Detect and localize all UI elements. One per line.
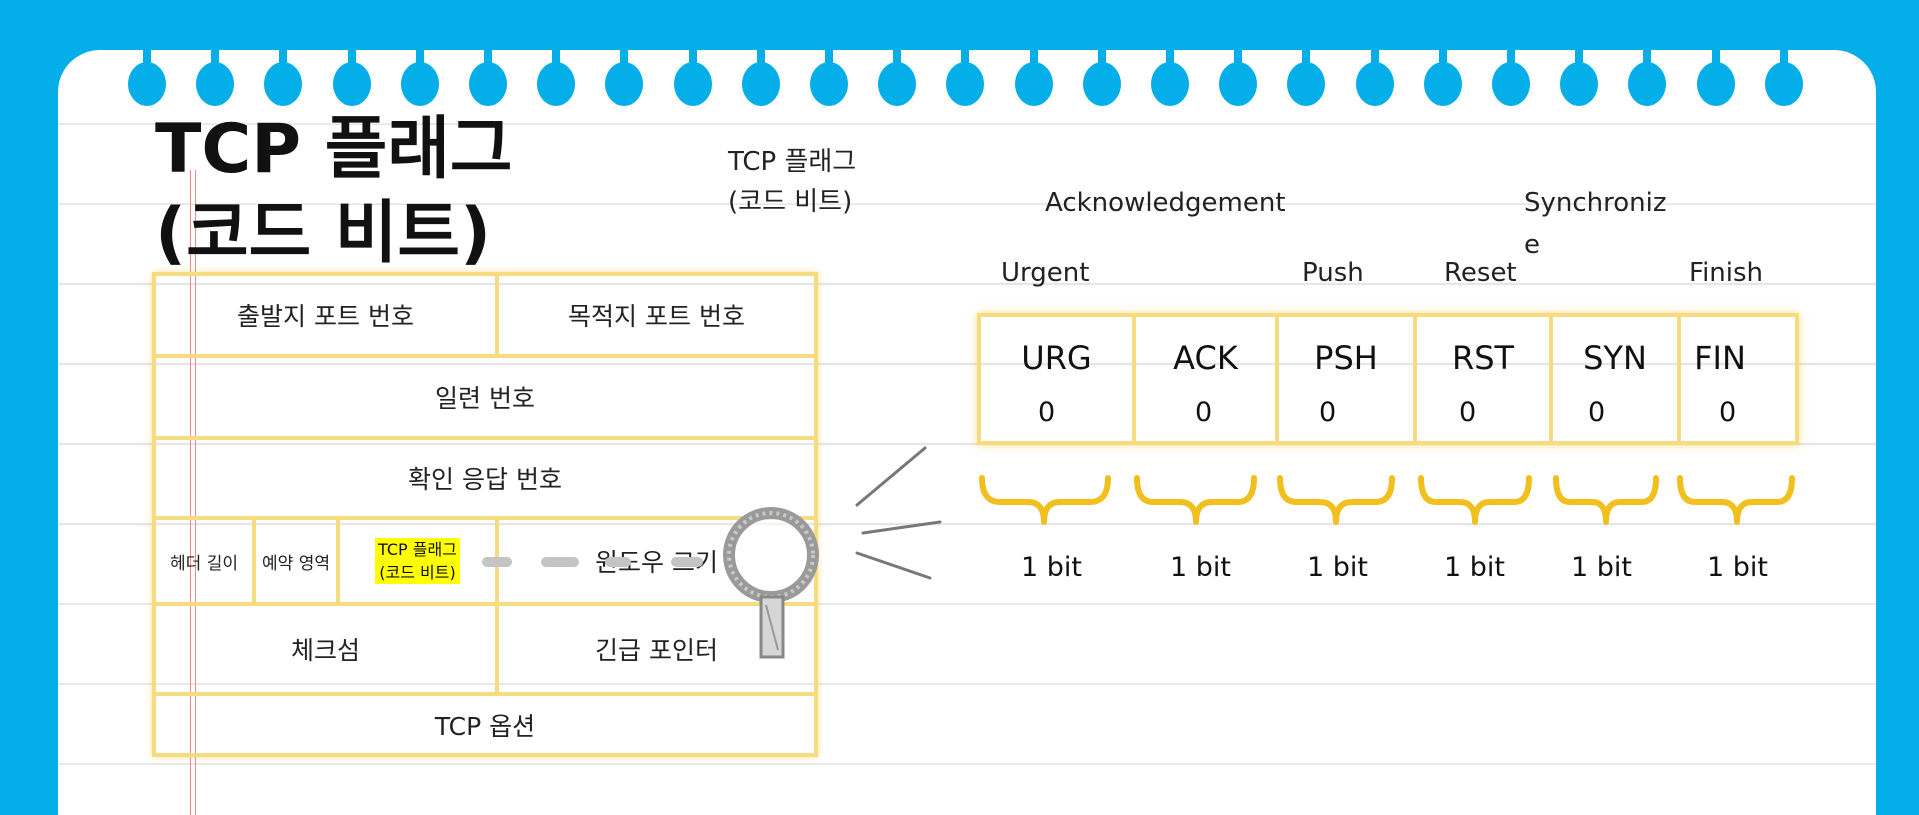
spiral-hole-icon [264,50,303,106]
magnifier-icon [723,507,819,659]
sequence-number-cell: 일련 번호 [435,384,535,413]
spiral-hole-icon [469,50,507,106]
flag-abbr: SYN [1583,339,1647,377]
table-row: TCP 옵션 [156,696,814,753]
flag-abbr: FIN [1694,339,1746,377]
spiral-hole-icon [946,50,985,106]
flag-name-acknowledgement: Acknowledgement [1045,188,1286,218]
spiral-hole-icon [332,50,371,106]
ack-number-cell: 확인 응답 번호 [408,465,562,494]
flag-cell-syn: SYN 0 [1553,317,1681,441]
flag-value: 0 [1459,397,1477,428]
bit-size: 1 bit [1444,552,1505,583]
bit-size: 1 bit [1707,552,1768,583]
diagram-subtitle-line2: (코드 비트) [728,187,853,217]
urgent-pointer-cell: 긴급 포인터 [595,636,718,665]
table-row: 출발지 포트 번호 목적지 포트 번호 [156,276,814,358]
bit-size: 1 bit [1307,552,1368,583]
flag-abbr: ACK [1173,339,1238,377]
flag-value: 0 [1195,397,1213,428]
spiral-hole-icon [1014,50,1053,106]
spiral-hole-icon [1696,50,1735,106]
dash-segment [671,557,703,567]
flag-value: 0 [1588,397,1606,428]
table-row: 체크섬 긴급 포인터 [156,606,814,696]
brace-ack [1134,475,1257,525]
page-title-line1: TCP 플래그 [155,110,513,189]
flag-cell-urg: URG 0 [981,317,1136,441]
flag-cell-ack: ACK 0 [1136,317,1279,441]
brace-urg [979,475,1111,525]
spiral-hole-icon [878,50,917,106]
zoom-line [855,551,932,580]
brace-fin [1677,475,1795,525]
checksum-cell: 체크섬 [156,606,499,692]
dest-port-cell: 목적지 포트 번호 [568,302,745,331]
reserved-cell: 예약 영역 [256,520,340,602]
spiral-hole-icon [673,50,712,106]
spiral-hole-icon [810,50,848,106]
spiral-hole-icon [400,50,439,106]
spiral-hole-icon [1355,50,1394,106]
flags-cell-line2: (코드 비트) [379,563,456,582]
flag-cell-rst: RST 0 [1417,317,1553,441]
page-title: TCP 플래그 (코드 비트) [155,108,512,276]
spiral-hole-icon [196,50,235,106]
zoom-line [861,520,942,535]
flags-box: URG 0 ACK 0 PSH 0 RST 0 SYN 0 FIN 0 [977,313,1799,445]
brace-psh [1277,475,1395,525]
flag-abbr: PSH [1314,339,1378,377]
flag-cell-fin: FIN 0 [1681,317,1795,441]
brace-rst [1418,475,1532,525]
spiral-hole-icon [1560,50,1599,106]
spiral-hole-icon [741,50,780,106]
spiral-hole-icon [1082,50,1121,106]
tcp-options-cell: TCP 옵션 [434,711,536,741]
flags-cell-line1: TCP 플래그 [378,540,457,559]
spiral-hole-icon [1423,50,1462,106]
flag-abbr: RST [1451,339,1515,377]
bit-size: 1 bit [1170,552,1231,583]
source-port-cell: 출발지 포트 번호 [156,276,499,354]
dash-segment [482,557,512,567]
spiral-hole-icon [1287,50,1326,106]
spiral-hole-icon [1151,50,1189,106]
brace-syn [1553,475,1659,525]
flag-name-finish: Finish [1689,258,1764,288]
flag-value: 0 [1319,397,1337,428]
flag-abbr: URG [1021,339,1092,377]
spiral-hole-icon [537,50,576,106]
margin-line [190,170,196,815]
bit-size: 1 bit [1571,552,1632,583]
flag-name-synchronize: Synchroniz [1524,188,1667,218]
spiral-hole-icon [1764,50,1803,106]
bit-size: 1 bit [1021,552,1082,583]
spiral-hole-icon [605,50,644,106]
flag-name-reset: Reset [1444,258,1517,288]
diagram-subtitle: TCP 플래그 (코드 비트) [728,142,856,222]
spiral-hole-icon [128,50,166,106]
page-title-line2: (코드 비트) [155,194,492,273]
flag-name-synchronize-wrap: e [1524,230,1540,260]
flag-name-push: Push [1302,258,1364,288]
dash-segment [605,557,631,567]
spiral-hole-icon [1492,50,1530,106]
notebook-paper [58,50,1876,815]
flag-value: 0 [1038,397,1056,428]
dash-segment [541,557,579,567]
flags-highlight: TCP 플래그 (코드 비트) [375,538,460,584]
zoom-line [855,446,927,507]
table-row: 일련 번호 [156,358,814,440]
spiral-hole-icon [1628,50,1667,106]
flag-cell-psh: PSH 0 [1279,317,1417,441]
spiral-hole-icon [1219,50,1258,106]
table-row: 확인 응답 번호 [156,440,814,520]
flag-value: 0 [1719,397,1737,428]
tcp-header-table: 출발지 포트 번호 목적지 포트 번호 일련 번호 확인 응답 번호 헤더 길이… [152,272,818,757]
diagram-subtitle-line1: TCP 플래그 [728,147,857,177]
flag-name-urgent: Urgent [1001,258,1090,288]
header-length-cell: 헤더 길이 [156,520,256,602]
